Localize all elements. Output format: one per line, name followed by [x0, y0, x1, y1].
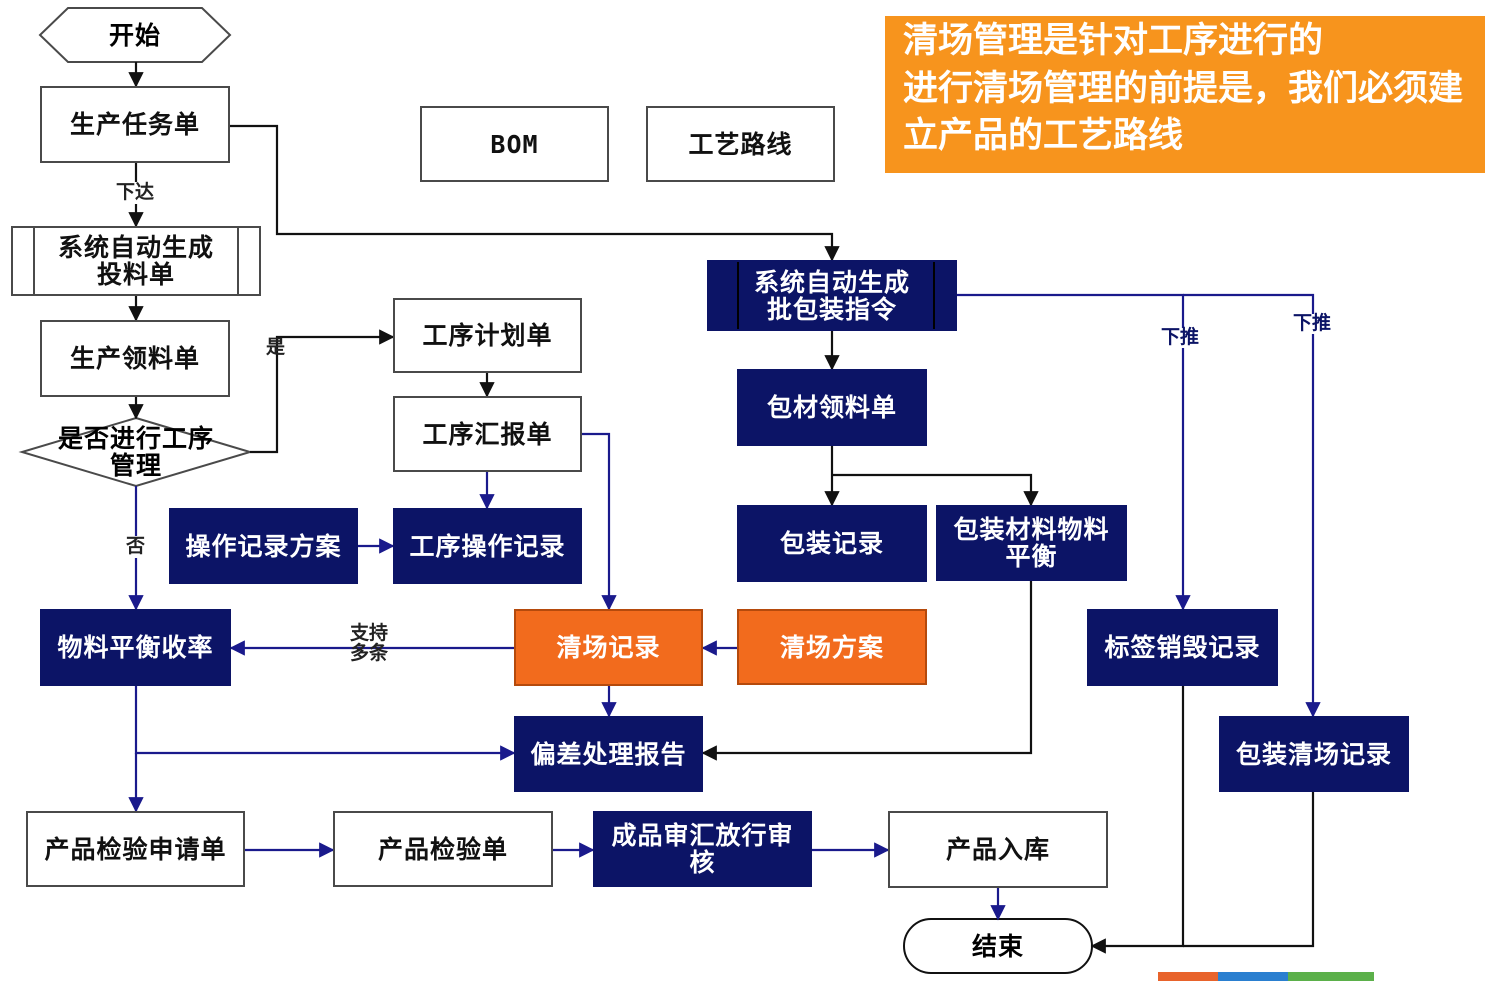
clearance-record: 清场记录: [514, 609, 703, 686]
packing-material-balance-label: 包装材料物料 平衡: [953, 515, 1110, 571]
arrow-packpick-to-packbalance: [832, 473, 1039, 507]
packing-clearance-record-label: 包装清场记录: [1235, 739, 1392, 769]
deviation-report: 偏差处理报告: [514, 716, 703, 792]
arrow-order-to-autopack: [230, 124, 840, 262]
packing-material-balance: 包装材料物料 平衡: [936, 505, 1127, 581]
note-box: 清场管理是针对工序进行的 进行清场管理的前提是，我们必须建立产品的工艺路线: [885, 16, 1485, 173]
logo-graphic: [1158, 972, 1374, 981]
label-push-down-2: 下推: [1293, 312, 1332, 334]
process-report-sheet-label: 工序汇报单: [422, 419, 553, 449]
arrow-packbalance-to-deviation: [701, 581, 1033, 761]
packing-material-pick-list: 包材领料单: [737, 369, 927, 446]
deviation-report-label: 偏差处理报告: [530, 739, 687, 769]
start-label: 开始: [108, 20, 161, 50]
process-plan-sheet: 工序计划单: [393, 298, 582, 373]
label-no: 否: [124, 535, 148, 558]
process-plan-sheet-label: 工序计划单: [422, 321, 553, 350]
packing-record: 包装记录: [737, 505, 927, 582]
production-task-order: 生产任务单: [40, 86, 230, 163]
bom-box: BOM: [420, 106, 609, 182]
arrow-decision-yes-to-plan: [250, 329, 395, 454]
arrow-autopack-to-packclear: [1183, 293, 1321, 718]
start-shape: [38, 7, 232, 63]
bom-label: BOM: [490, 129, 539, 159]
end-node: 结束: [904, 919, 1092, 973]
routing-box: 工艺路线: [646, 106, 835, 182]
auto-pack-instruction: 系统自动生成 批包装指令: [707, 260, 957, 331]
arrow-matbalance-to-deviation: [134, 686, 516, 761]
process-operation-record-label: 工序操作记录: [409, 531, 566, 561]
routing-label: 工艺路线: [688, 129, 793, 159]
inspection-request: 产品检验申请单: [26, 811, 245, 887]
process-decision-label: 是否进行工序 管理: [57, 424, 214, 480]
material-balance-yield-label: 物料平衡收率: [57, 633, 214, 662]
release-review: 成品审汇放行审 核: [593, 811, 812, 887]
clearance-scheme-label: 清场方案: [779, 632, 884, 662]
process-decision: 是否进行工序 管理: [22, 418, 250, 486]
label-issue: 下达: [114, 181, 157, 204]
release-review-label: 成品审汇放行审 核: [611, 821, 794, 877]
label-yes: 是: [266, 336, 286, 358]
end-label: 结束: [971, 931, 1024, 961]
production-task-order-label: 生产任务单: [69, 110, 200, 139]
inspection-request-label: 产品检验申请单: [44, 834, 227, 864]
label-multiple-support: 支持 多条: [350, 622, 389, 664]
packing-clearance-record: 包装清场记录: [1219, 716, 1409, 792]
inspection-sheet: 产品检验单: [333, 811, 553, 887]
packing-record-label: 包装记录: [779, 529, 884, 558]
operation-record-scheme: 操作记录方案: [169, 508, 358, 584]
start-node: 开始: [40, 8, 230, 62]
auto-pack-instruction-label: 系统自动生成 批包装指令: [753, 267, 910, 324]
product-warehousing: 产品入库: [888, 811, 1108, 888]
production-pick-list-label: 生产领料单: [69, 344, 200, 373]
clearance-record-label: 清场记录: [556, 633, 661, 662]
inspection-sheet-label: 产品检验单: [377, 834, 508, 864]
material-balance-yield: 物料平衡收率: [40, 609, 231, 686]
process-operation-record: 工序操作记录: [393, 508, 582, 584]
arrow-report-to-clearrecord: [582, 432, 617, 611]
product-warehousing-label: 产品入库: [945, 835, 1050, 864]
auto-feed-list: 系统自动生成 投料单: [11, 226, 261, 296]
label-destruction-record-label: 标签销毁记录: [1104, 633, 1261, 662]
clearance-scheme: 清场方案: [737, 609, 927, 685]
label-destruction-record: 标签销毁记录: [1087, 609, 1278, 686]
auto-feed-list-label: 系统自动生成 投料单: [57, 233, 214, 289]
packing-material-pick-list-label: 包材领料单: [766, 393, 897, 422]
process-report-sheet: 工序汇报单: [393, 396, 582, 472]
operation-record-scheme-label: 操作记录方案: [185, 531, 342, 561]
production-pick-list: 生产领料单: [40, 320, 230, 397]
label-push-down-1: 下推: [1161, 326, 1200, 348]
line-packclear-to-end: [1183, 792, 1315, 948]
